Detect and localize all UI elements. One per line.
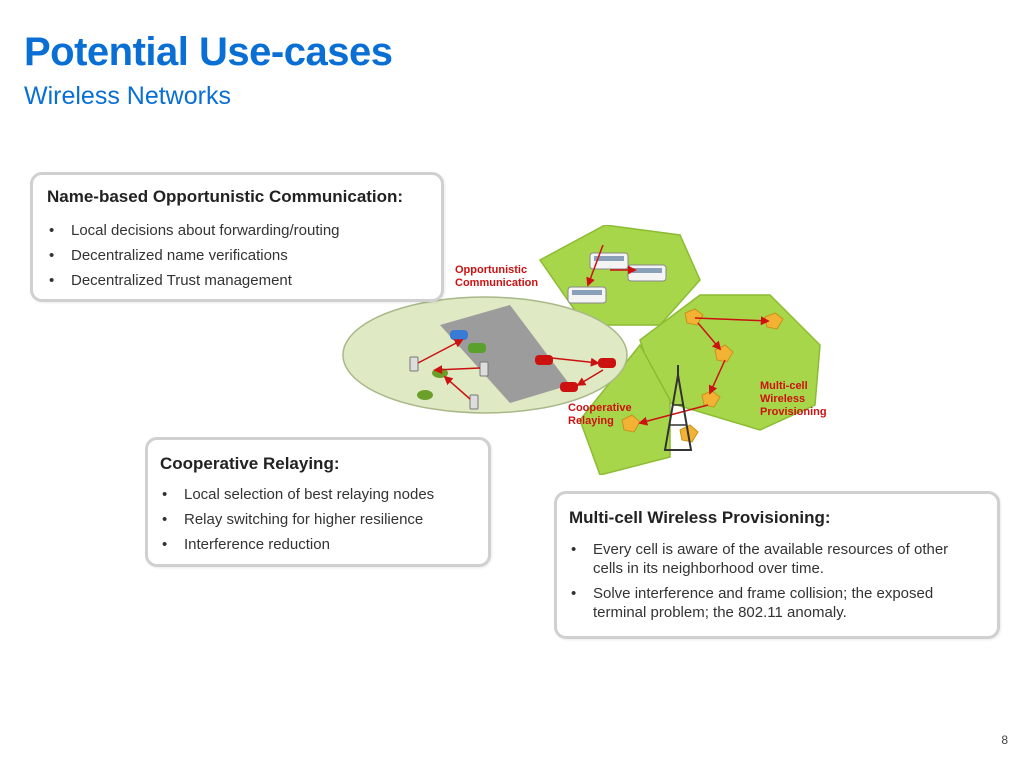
- cooperative-relaying-box: Cooperative Relaying: Local selection of…: [145, 437, 491, 567]
- bullet-item: Local selection of best relaying nodes: [160, 485, 434, 504]
- multicell-bullet-list: Every cell is aware of the available res…: [569, 540, 979, 628]
- bullet-item: Local decisions about forwarding/routing: [47, 221, 340, 240]
- bus-icon: [627, 264, 667, 282]
- cell-tower-icon: [663, 365, 693, 451]
- multicell-provisioning-box: Multi-cell Wireless Provisioning: Every …: [554, 491, 1000, 639]
- opportunistic-bullet-list: Local decisions about forwarding/routing…: [47, 221, 340, 296]
- opportunistic-communication-box: Name-based Opportunistic Communication: …: [30, 172, 444, 302]
- page-title: Potential Use-cases: [24, 30, 393, 74]
- bus-icon: [567, 286, 607, 304]
- cooperative-heading: Cooperative Relaying:: [160, 454, 340, 473]
- label-provisioning: Provisioning: [760, 406, 827, 418]
- label-wireless: Wireless: [760, 393, 805, 405]
- bullet-item: Solve interference and frame collision; …: [569, 584, 979, 622]
- wireless-network-illustration: Opportunistic Communication Multi-cell W…: [342, 225, 827, 475]
- access-point-icon: [621, 414, 641, 433]
- car-icon: [450, 330, 468, 340]
- page-subtitle: Wireless Networks: [24, 82, 231, 110]
- label-opportunistic: Opportunistic: [455, 264, 527, 276]
- page-number: 8: [1001, 733, 1008, 747]
- device-icon: [479, 361, 489, 377]
- car-icon: [535, 355, 553, 365]
- label-relaying: Relaying: [568, 415, 614, 427]
- car-icon: [560, 382, 578, 392]
- cooperative-relaying-area: [342, 296, 628, 414]
- bullet-item: Interference reduction: [160, 535, 434, 554]
- bus-icon: [589, 252, 629, 270]
- multicell-hexagon: [579, 294, 821, 475]
- access-point-icon: [684, 308, 704, 326]
- bullet-item: Decentralized name verifications: [47, 246, 340, 265]
- car-icon: [598, 358, 616, 368]
- label-multicell: Multi-cell: [760, 380, 808, 392]
- multicell-heading: Multi-cell Wireless Provisioning:: [569, 508, 831, 527]
- label-communication: Communication: [455, 277, 538, 289]
- device-icon: [409, 356, 419, 372]
- opportunistic-hexagon: [538, 225, 701, 326]
- label-cooperative: Cooperative: [568, 402, 632, 414]
- opportunistic-heading: Name-based Opportunistic Communication:: [47, 187, 404, 206]
- bullet-item: Every cell is aware of the available res…: [569, 540, 979, 578]
- bullet-item: Decentralized Trust management: [47, 271, 340, 290]
- cooperative-bullet-list: Local selection of best relaying nodes R…: [160, 485, 434, 560]
- bullet-item: Relay switching for higher resilience: [160, 510, 434, 529]
- device-icon: [469, 394, 479, 410]
- car-icon: [468, 343, 486, 353]
